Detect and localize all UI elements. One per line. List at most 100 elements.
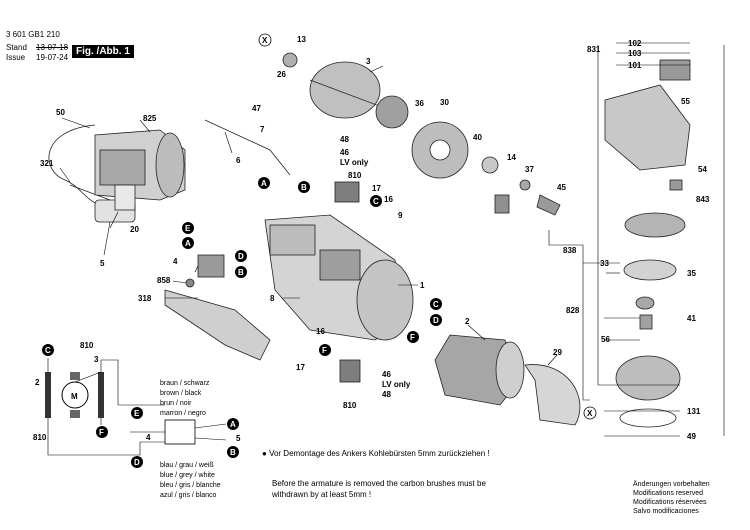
marker-e-2-label: E xyxy=(134,409,140,418)
marker-b-1 xyxy=(298,181,310,193)
wiring-4: 4 xyxy=(146,433,151,442)
marker-f-2-label: F xyxy=(322,346,327,355)
marker-e-2 xyxy=(131,407,143,419)
marker-f-1 xyxy=(407,331,419,343)
switch-symbol xyxy=(164,419,196,445)
armature-core xyxy=(309,61,381,119)
marker-b-3-label: B xyxy=(230,448,236,457)
marker-d-3 xyxy=(131,456,143,468)
bearing-flange-hole xyxy=(429,139,451,161)
callout-30: 30 xyxy=(440,98,449,107)
switch-block xyxy=(269,224,316,256)
armature-shaft xyxy=(309,79,391,111)
legend-blue-fr: bleu / gris / blanche xyxy=(160,482,221,489)
callout-37: 37 xyxy=(525,165,534,174)
figure-label: Fig. /Abb. 1 xyxy=(72,45,134,58)
marker-a-1 xyxy=(258,177,270,189)
wiring-5: 5 xyxy=(236,434,241,443)
callout-50: 50 xyxy=(56,108,65,117)
field-ring xyxy=(495,341,525,399)
callout-56: 56 xyxy=(601,335,610,344)
label-plate xyxy=(114,184,136,211)
marker-x-bottom-label: X xyxy=(587,409,593,418)
callout-825: 825 xyxy=(143,114,157,123)
marker-e-1 xyxy=(182,222,194,234)
callout-33: 33 xyxy=(600,259,609,268)
nut-37 xyxy=(519,179,531,191)
wiring-810-top: 810 xyxy=(80,341,94,350)
lock-pin xyxy=(494,194,510,214)
legend-blue-de: blau / grau / weiß xyxy=(160,462,214,469)
marker-b-2-label: B xyxy=(238,268,244,277)
spring-843 xyxy=(669,179,683,191)
bevel-gear xyxy=(624,212,686,238)
callout-838: 838 xyxy=(563,246,577,255)
field-coil-left xyxy=(45,372,51,418)
callout-318: 318 xyxy=(138,294,152,303)
callout-3: 3 xyxy=(366,57,371,66)
callout-55: 55 xyxy=(681,97,690,106)
callout-20: 20 xyxy=(130,225,139,234)
marker-a-1-label: A xyxy=(261,179,267,188)
marker-c-1 xyxy=(370,195,382,207)
note-de: ● Vor Demontage des Ankers Kohlebürsten … xyxy=(262,448,492,459)
marker-c-3 xyxy=(42,344,54,356)
callout-16-bottom: 16 xyxy=(316,327,325,336)
stand-label: Stand xyxy=(6,43,27,52)
callout-48-bottom: 48 xyxy=(382,390,391,399)
note-de-text: Vor Demontage des Ankers Kohlebürsten 5m… xyxy=(269,449,490,458)
callout-16-top: 16 xyxy=(384,195,393,204)
marker-e-1-label: E xyxy=(185,224,191,233)
callout-858: 858 xyxy=(157,276,171,285)
callout-5: 5 xyxy=(100,259,105,268)
legend-blue: blau / grau / weiß blue / grey / white b… xyxy=(160,461,221,501)
callout-2: 2 xyxy=(465,317,470,326)
capacitor xyxy=(197,254,225,278)
marker-b-1-label: B xyxy=(301,183,307,192)
motor-letter: M xyxy=(71,392,78,401)
pinion-45 xyxy=(536,194,561,216)
callout-8: 8 xyxy=(270,294,275,303)
callout-828: 828 xyxy=(566,306,580,315)
washer-35 xyxy=(635,296,655,310)
callout-102: 102 xyxy=(628,39,642,48)
callout-46-bottom: 46 xyxy=(382,370,391,379)
wiring-diagram: M 810 3 2 810 4 5 xyxy=(33,341,241,456)
callout-810-bottom: 810 xyxy=(343,401,357,410)
power-cord xyxy=(48,124,101,206)
callout-843: 843 xyxy=(696,195,710,204)
legend-brown-es: marron / negro xyxy=(160,410,206,417)
callout-29: 29 xyxy=(553,348,562,357)
o-ring-131 xyxy=(619,408,677,428)
legend-brown-de: braun / schwarz xyxy=(160,380,210,387)
marker-x-top-label: X xyxy=(262,36,268,45)
brush-holder-top xyxy=(334,181,360,203)
marker-f-3-label: F xyxy=(99,428,104,437)
gear-housing xyxy=(604,84,691,171)
armature-fan xyxy=(375,95,409,129)
note-en: Before the armature is removed the carbo… xyxy=(272,479,486,499)
leader-lines xyxy=(59,42,725,437)
legend-brown-fr: brun / noir xyxy=(160,400,192,407)
issue-label: Issue xyxy=(6,53,26,62)
bearing-14 xyxy=(481,156,499,174)
callout-321: 321 xyxy=(40,159,54,168)
switch-rod xyxy=(204,119,291,176)
issue-date: 19-07-24 xyxy=(36,53,69,62)
lv-only-bottom: LV only xyxy=(382,380,411,389)
marker-b-2 xyxy=(235,266,247,278)
marker-d-1 xyxy=(235,250,247,262)
stand-date: 13-07-18 xyxy=(36,43,69,52)
callout-41: 41 xyxy=(687,314,696,323)
footer-es: Salvo modificaciones xyxy=(633,508,699,515)
spindle-41 xyxy=(639,314,653,330)
marker-x-bottom xyxy=(583,406,597,420)
callout-131: 131 xyxy=(687,407,701,416)
callout-14: 14 xyxy=(507,153,516,162)
callout-36: 36 xyxy=(415,99,424,108)
footer-de: Änderungen vorbehalten xyxy=(633,481,710,488)
callout-17-top: 17 xyxy=(372,184,381,193)
callout-48-top: 48 xyxy=(340,135,349,144)
marker-d-1-label: D xyxy=(238,252,244,261)
